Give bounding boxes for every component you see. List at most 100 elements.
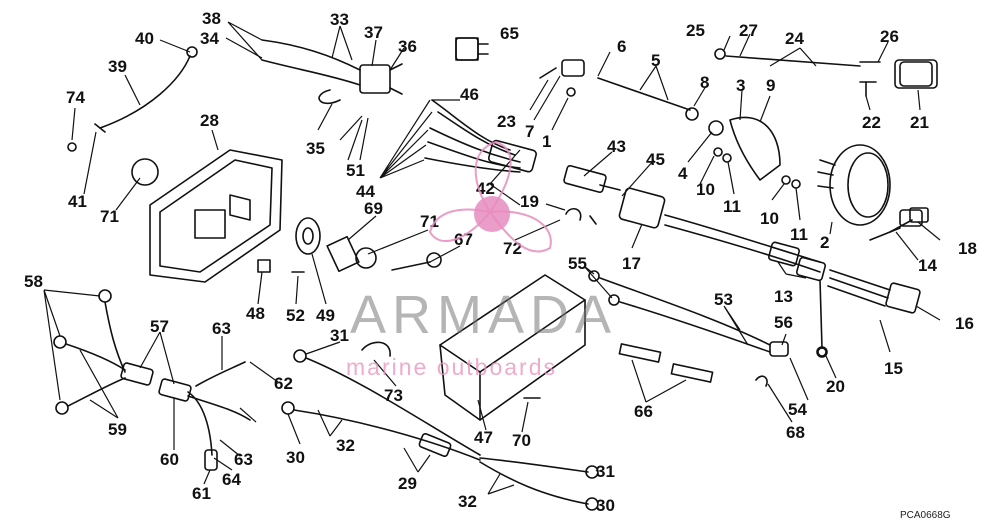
callout-65: 65 [500,24,519,43]
key-switch-assembly [708,116,801,189]
callout-66: 66 [634,402,653,421]
callout-71b: 71 [420,212,439,231]
callout-55: 55 [568,254,587,273]
power-pack-module [439,274,586,421]
drawing-code: PCA0668G [900,510,951,521]
grommet-71 [131,158,159,186]
callout-36: 36 [398,37,417,56]
callout-74: 74 [66,88,85,107]
terminal-20 [817,347,827,357]
callout-35: 35 [306,139,325,158]
callout-21: 21 [910,113,929,132]
callout-20: 20 [826,377,845,396]
callout-37: 37 [364,23,383,42]
callout-72: 72 [503,239,522,258]
callout-27: 27 [739,21,758,40]
callout-51: 51 [346,161,365,180]
callout-69: 69 [364,199,383,218]
callout-24: 24 [785,29,804,48]
callout-71a: 71 [100,207,119,226]
callout-47: 47 [474,428,493,447]
switch-box [149,149,283,283]
callout-58: 58 [24,272,43,291]
callout-54: 54 [788,400,807,419]
connector-18 [889,207,929,233]
callout-68: 68 [786,423,805,442]
callout-49: 49 [316,306,335,325]
callout-63a: 63 [212,319,231,338]
callout-8: 8 [700,73,710,92]
callout-30a: 30 [286,448,305,467]
callout-32a: 32 [336,436,355,455]
callout-40: 40 [135,29,154,48]
callout-61: 61 [192,484,211,503]
callout-6: 6 [617,37,627,56]
tachometer-gauge [817,144,891,226]
clip-72 [565,207,597,225]
callout-10a: 10 [696,180,715,199]
callout-34: 34 [200,29,219,48]
callout-2: 2 [820,233,830,252]
ignition-harness [261,37,489,105]
callout-10b: 10 [760,209,779,228]
callout-14: 14 [918,256,937,275]
callout-62: 62 [274,374,293,393]
callout-30b: 30 [596,496,615,515]
callout-33: 33 [330,10,349,29]
callout-56: 56 [774,313,793,332]
callout-60: 60 [160,450,179,469]
callout-59: 59 [108,420,127,439]
callout-26: 26 [880,27,899,46]
relay [455,37,479,61]
sleeves [618,343,714,383]
callout-7: 7 [525,122,535,141]
battery-cable [714,48,938,97]
callout-9: 9 [766,76,776,95]
callout-4: 4 [678,164,688,183]
mounting-hardware [257,217,442,273]
callout-11b: 11 [790,225,808,244]
callout-38: 38 [202,9,221,28]
main-harness [618,187,923,358]
callout-5: 5 [651,51,661,70]
fuse-holder [859,61,933,87]
lead-wires [424,99,621,193]
callout-15: 15 [884,359,903,378]
leader-lines [43,21,941,495]
callout-53: 53 [714,290,733,309]
callout-57: 57 [150,317,169,336]
bottom-harness [281,341,599,511]
callout-41: 41 [68,192,87,211]
callout-25: 25 [686,21,705,40]
callout-42: 42 [476,179,495,198]
callout-70: 70 [512,431,531,450]
callout-18: 18 [958,239,977,258]
callout-3: 3 [736,76,746,95]
trim-sender-wires [588,270,789,387]
callout-64: 64 [222,470,241,489]
callout-43: 43 [607,137,626,156]
callout-48: 48 [246,304,265,323]
callout-52: 52 [286,306,305,325]
callout-13: 13 [774,287,793,306]
callout-31b: 31 [596,462,615,481]
callout-63b: 63 [234,450,253,469]
callout-46: 46 [460,85,479,104]
callout-28: 28 [200,111,219,130]
choke-cable [539,59,699,121]
callout-67: 67 [454,230,473,249]
callout-31a: 31 [330,326,349,345]
callout-44: 44 [356,182,375,201]
callout-32b: 32 [458,492,477,511]
callout-11a: 11 [723,197,741,216]
callout-1: 1 [542,132,552,151]
callout-39: 39 [108,57,127,76]
left-harness [53,289,251,471]
callout-16: 16 [955,314,974,333]
callout-19: 19 [520,192,539,211]
ground-strap [67,46,198,152]
callout-17: 17 [622,254,641,273]
callout-73: 73 [384,386,403,405]
